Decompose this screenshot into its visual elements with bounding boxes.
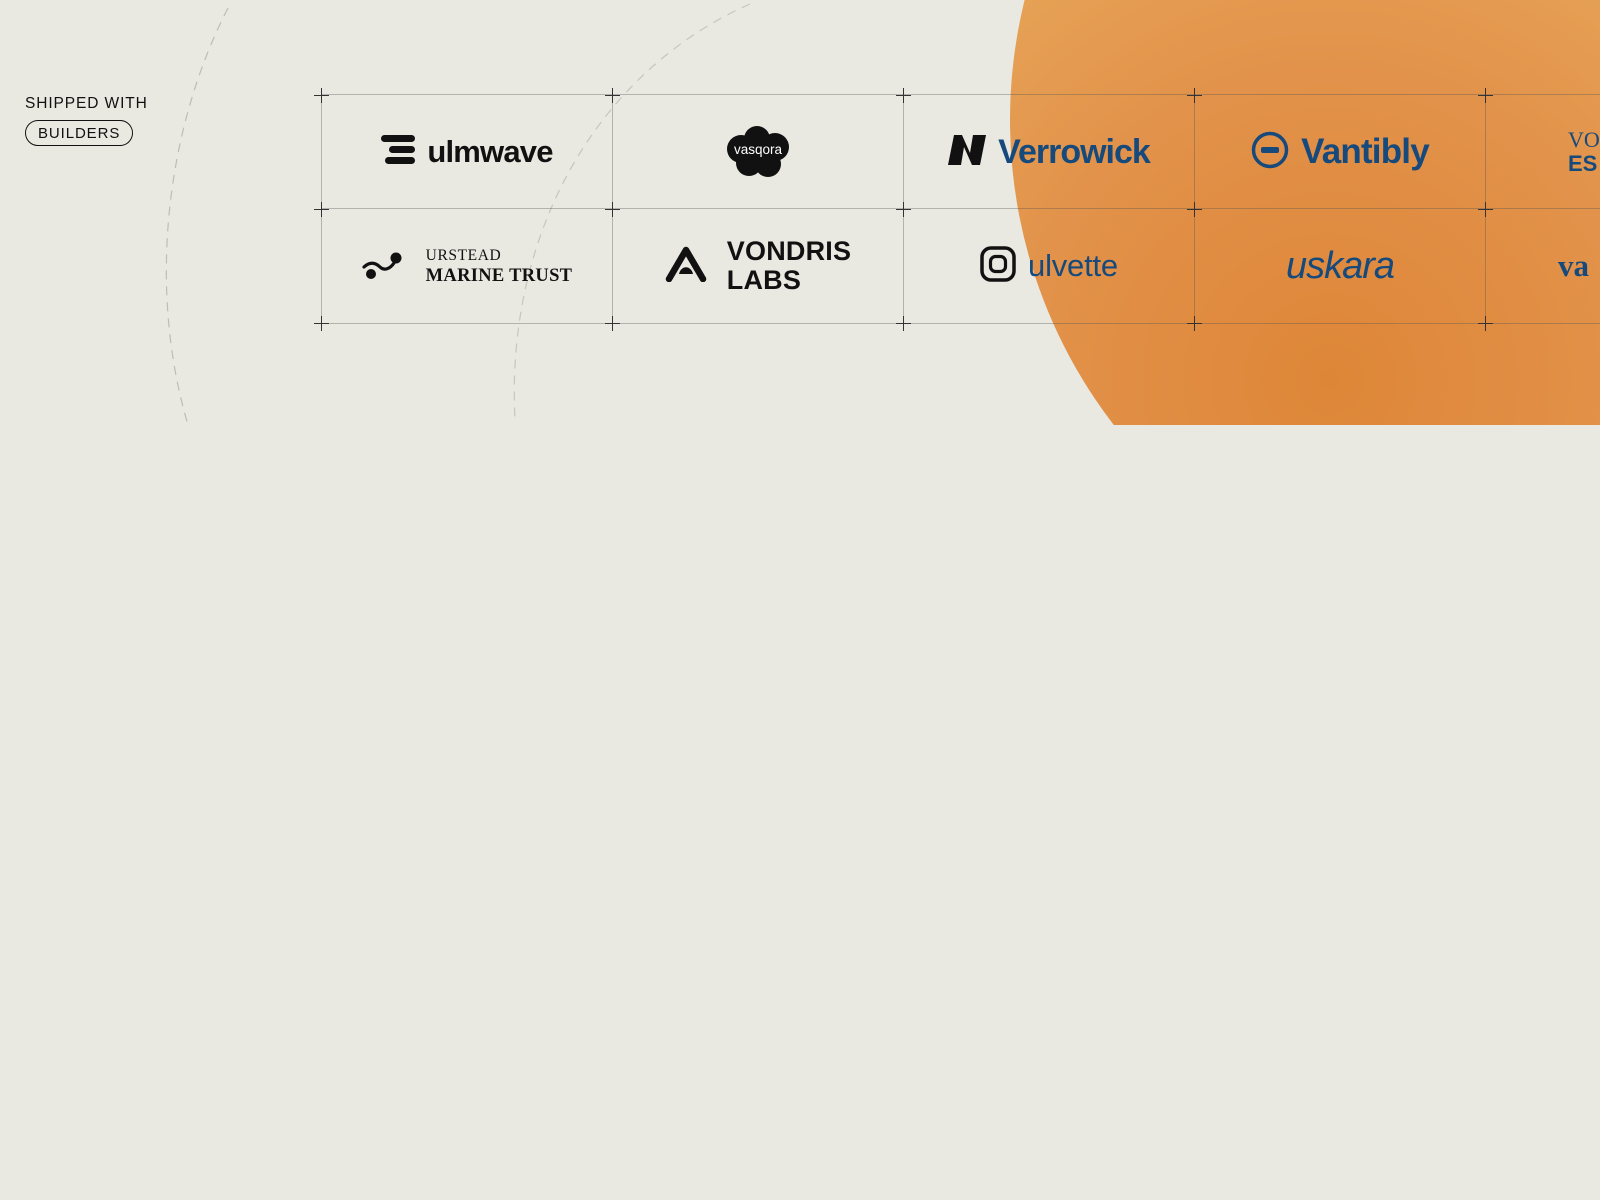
rounded-square-icon (980, 245, 1016, 287)
vasqora-wordmark: vasqora (733, 142, 783, 157)
urstead-wordmark: URSTEAD MARINE TRUST (426, 246, 573, 287)
partial-logo-top-line1: VO (1568, 127, 1600, 152)
partial-logo-top-line2: ES (1568, 151, 1598, 176)
logo-cell-ulmwave[interactable]: ulmwave (321, 95, 612, 209)
verrowick-wordmark: Verrowick (998, 132, 1151, 171)
wave-dot-icon (362, 249, 402, 284)
crosshair-marker (605, 202, 620, 217)
vondris-line2: LABS (726, 265, 802, 295)
urstead-line2: MARINE TRUST (425, 265, 573, 286)
verrowick-logo: Verrowick (948, 132, 1151, 172)
row-divider (321, 208, 1600, 209)
vantibly-wordmark: Vantibly (1301, 132, 1430, 171)
urstead-logo: URSTEAD MARINE TRUST (362, 246, 573, 287)
crosshair-marker (896, 202, 911, 217)
crosshair-marker (1187, 202, 1202, 217)
shipped-with-label: SHIPPED WITH BUILDERS (25, 95, 148, 146)
mountain-icon (665, 246, 707, 287)
crosshair-marker (1478, 202, 1493, 217)
ulvette-wordmark: ulvette (1028, 248, 1118, 283)
crosshair-marker (896, 88, 911, 103)
uskara-wordmark: uskara (1285, 244, 1395, 287)
logo-cell-ulvette[interactable]: ulvette (903, 209, 1194, 323)
vondris-line1: VONDRIS (726, 236, 852, 266)
logo-cell-vondris[interactable]: VONDRIS LABS (612, 209, 903, 323)
section-label: SHIPPED WITH (25, 95, 148, 112)
logo-cell-vasqora[interactable]: vasqora (612, 95, 903, 209)
logo-cell-uskara[interactable]: uskara (1194, 209, 1485, 323)
n-mark-icon (948, 134, 987, 170)
orange-sun-shape (1010, 0, 1600, 425)
crosshair-marker (605, 316, 620, 331)
ulvette-logo: ulvette (980, 245, 1118, 287)
minus-circle-icon (1251, 131, 1289, 174)
crosshair-marker (896, 316, 911, 331)
vantibly-logo: Vantibly (1251, 131, 1430, 174)
crosshair-marker (314, 316, 329, 331)
ulmwave-logo: ulmwave (381, 134, 553, 170)
dashed-arcs (165, 3, 751, 425)
logo-cell-partial-bottom[interactable]: va (1485, 209, 1600, 323)
crosshair-marker (1187, 316, 1202, 331)
crosshair-marker (1478, 316, 1493, 331)
vondris-wordmark: VONDRIS LABS (727, 237, 851, 295)
hero-band: SHIPPED WITH BUILDERS ulmwave (0, 0, 1600, 425)
logo-cell-urstead[interactable]: URSTEAD MARINE TRUST (321, 209, 612, 323)
ulmwave-wordmark: ulmwave (427, 134, 553, 169)
partial-logo-top: VO ES (1568, 128, 1600, 176)
crosshair-marker (1187, 88, 1202, 103)
crosshair-marker (1478, 88, 1493, 103)
urstead-line1: URSTEAD (425, 246, 502, 264)
logo-cell-vantibly[interactable]: Vantibly (1194, 95, 1485, 209)
partial-logo-bottom: va (1558, 248, 1589, 283)
crosshair-marker (314, 202, 329, 217)
crosshair-marker (314, 88, 329, 103)
vondris-logo: VONDRIS LABS (665, 237, 851, 295)
stacked-bars-icon (381, 134, 416, 170)
logo-cell-verrowick[interactable]: Verrowick (903, 95, 1194, 209)
logo-grid: ulmwave vasqora (314, 88, 1600, 331)
crosshair-marker (605, 88, 620, 103)
logo-cell-partial-top[interactable]: VO ES (1485, 95, 1600, 209)
builders-pill: BUILDERS (25, 120, 134, 146)
vasqora-logo: vasqora (723, 126, 793, 178)
cloud-icon (727, 126, 789, 177)
